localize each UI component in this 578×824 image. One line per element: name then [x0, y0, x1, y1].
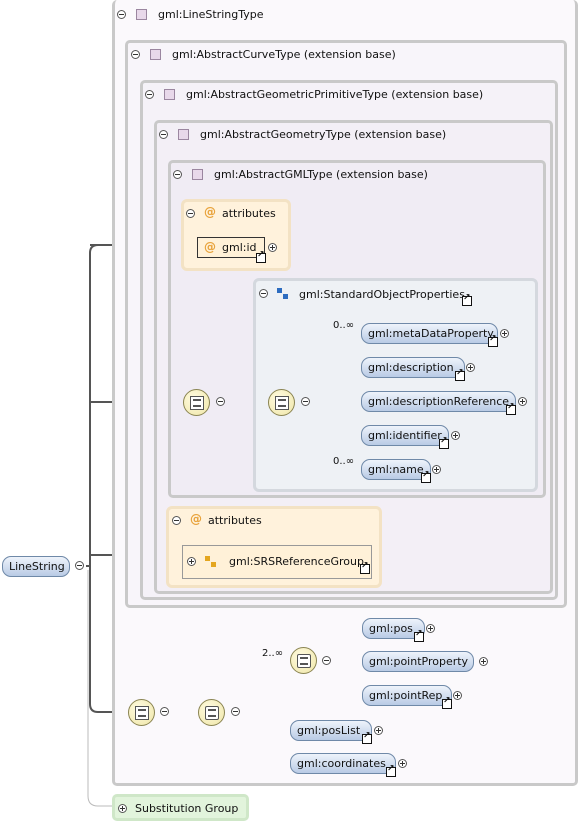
expand-icon[interactable] [453, 691, 462, 700]
attribute-at-icon: @ [204, 240, 216, 254]
collapse-icon[interactable] [322, 656, 331, 665]
element-label: gml:metaDataProperty [368, 327, 494, 340]
reference-link-icon[interactable] [439, 436, 449, 449]
complex-type-icon [192, 169, 203, 180]
expand-icon[interactable] [466, 363, 475, 372]
expand-icon[interactable] [518, 397, 527, 406]
complex-type-icon [178, 129, 189, 140]
element-label: gml:pointProperty [369, 655, 469, 668]
expand-icon[interactable] [432, 465, 441, 474]
expand-icon[interactable] [398, 759, 407, 768]
occurrence-label: 2..∞ [262, 648, 284, 659]
choice-compositor-icon[interactable] [290, 647, 317, 674]
collapse-icon[interactable] [231, 707, 240, 716]
complex-type-icon [150, 49, 161, 60]
reference-link-icon[interactable] [488, 334, 498, 347]
reference-link-icon[interactable] [506, 402, 516, 415]
reference-link-icon[interactable] [362, 731, 372, 744]
sequence-compositor-icon[interactable] [128, 699, 155, 726]
element-pos[interactable]: gml:pos [362, 618, 425, 639]
substitution-group-label: Substitution Group [135, 802, 239, 815]
reference-link-icon[interactable] [256, 250, 266, 263]
expand-substitution-icon[interactable] [118, 804, 127, 813]
element-description-reference[interactable]: gml:descriptionReference [361, 391, 516, 412]
element-label: gml:descriptionReference [368, 395, 510, 408]
element-identifier[interactable]: gml:identifier [361, 425, 449, 446]
collapse-abstract-geometry-icon[interactable] [159, 130, 168, 139]
element-point-rep[interactable]: gml:pointRep [362, 685, 452, 706]
attribute-group-srs-reference[interactable]: gml:SRSReferenceGroup [182, 545, 372, 579]
reference-link-icon[interactable] [462, 293, 472, 306]
reference-link-icon[interactable] [386, 764, 396, 777]
element-label: gml:name [368, 463, 424, 476]
element-label: gml:description [368, 361, 454, 374]
occurrence-label: 0..∞ [333, 320, 355, 331]
expand-icon[interactable] [451, 431, 460, 440]
complex-type-icon [136, 9, 147, 20]
substitution-group-box[interactable]: Substitution Group [112, 794, 249, 821]
element-description[interactable]: gml:description [361, 357, 465, 378]
abstract-gml-type-label: gml:AbstractGMLType (extension base) [214, 168, 428, 181]
reference-link-icon[interactable] [442, 696, 452, 709]
element-name[interactable]: gml:name [361, 459, 431, 480]
collapse-abstract-curve-icon[interactable] [131, 50, 140, 59]
srs-reference-group-label: gml:SRSReferenceGroup [229, 555, 364, 568]
attribute-at-icon: @ [204, 205, 216, 219]
collapse-sop-icon[interactable] [259, 289, 268, 298]
collapse-linestring-type-icon[interactable] [117, 10, 126, 19]
linestring-type-label: gml:LineStringType [158, 8, 264, 21]
attributes-box-gml-id [181, 199, 291, 271]
root-element-label: LineString [9, 560, 65, 573]
element-label: gml:posList [297, 724, 361, 737]
collapse-attributes-icon[interactable] [186, 209, 195, 218]
expand-icon[interactable] [426, 624, 435, 633]
sop-label: gml:StandardObjectProperties [299, 288, 465, 301]
attributes-label: attributes [208, 514, 262, 527]
collapse-abstract-geometric-primitive-icon[interactable] [145, 90, 154, 99]
collapse-abstract-gml-icon[interactable] [173, 170, 182, 179]
abstract-curve-type-label: gml:AbstractCurveType (extension base) [172, 48, 396, 61]
expand-icon[interactable] [500, 329, 509, 338]
element-pos-list[interactable]: gml:posList [290, 720, 372, 741]
element-label: gml:identifier [368, 429, 442, 442]
group-icon [277, 288, 288, 299]
element-label: gml:pos [369, 622, 413, 635]
collapse-root-icon[interactable] [75, 561, 84, 570]
collapse-icon[interactable] [301, 397, 310, 406]
expand-icon[interactable] [374, 726, 383, 735]
abstract-geometry-type-label: gml:AbstractGeometryType (extension base… [200, 128, 447, 141]
complex-type-icon [164, 89, 175, 100]
reference-link-icon[interactable] [360, 561, 370, 574]
reference-link-icon[interactable] [455, 368, 465, 381]
attribute-group-icon [205, 556, 216, 567]
expand-icon[interactable] [187, 557, 196, 566]
sequence-compositor-icon[interactable] [268, 389, 295, 416]
attribute-gml-id[interactable]: @ gml:id [197, 237, 265, 258]
element-coordinates[interactable]: gml:coordinates [290, 753, 396, 774]
abstract-geometric-primitive-type-label: gml:AbstractGeometricPrimitiveType (exte… [186, 88, 484, 101]
root-element-linestring[interactable]: LineString [2, 556, 70, 577]
element-label: gml:coordinates [297, 757, 386, 770]
collapse-icon[interactable] [216, 397, 225, 406]
collapse-attributes-icon[interactable] [172, 516, 181, 525]
element-point-property[interactable]: gml:pointProperty [362, 651, 474, 672]
expand-icon[interactable] [479, 657, 488, 666]
attribute-gml-id-label: gml:id [222, 241, 257, 254]
collapse-icon[interactable] [160, 707, 169, 716]
standard-object-properties-box [253, 278, 538, 492]
attributes-label: attributes [222, 207, 276, 220]
element-meta-data-property[interactable]: gml:metaDataProperty [361, 323, 498, 344]
choice-compositor-icon[interactable] [198, 699, 225, 726]
reference-link-icon[interactable] [421, 470, 431, 483]
attribute-at-icon: @ [190, 512, 202, 526]
reference-link-icon[interactable] [414, 629, 424, 642]
expand-icon[interactable] [268, 243, 277, 252]
sequence-compositor-icon[interactable] [183, 389, 210, 416]
occurrence-label: 0..∞ [333, 456, 355, 467]
element-label: gml:pointRep [369, 689, 443, 702]
